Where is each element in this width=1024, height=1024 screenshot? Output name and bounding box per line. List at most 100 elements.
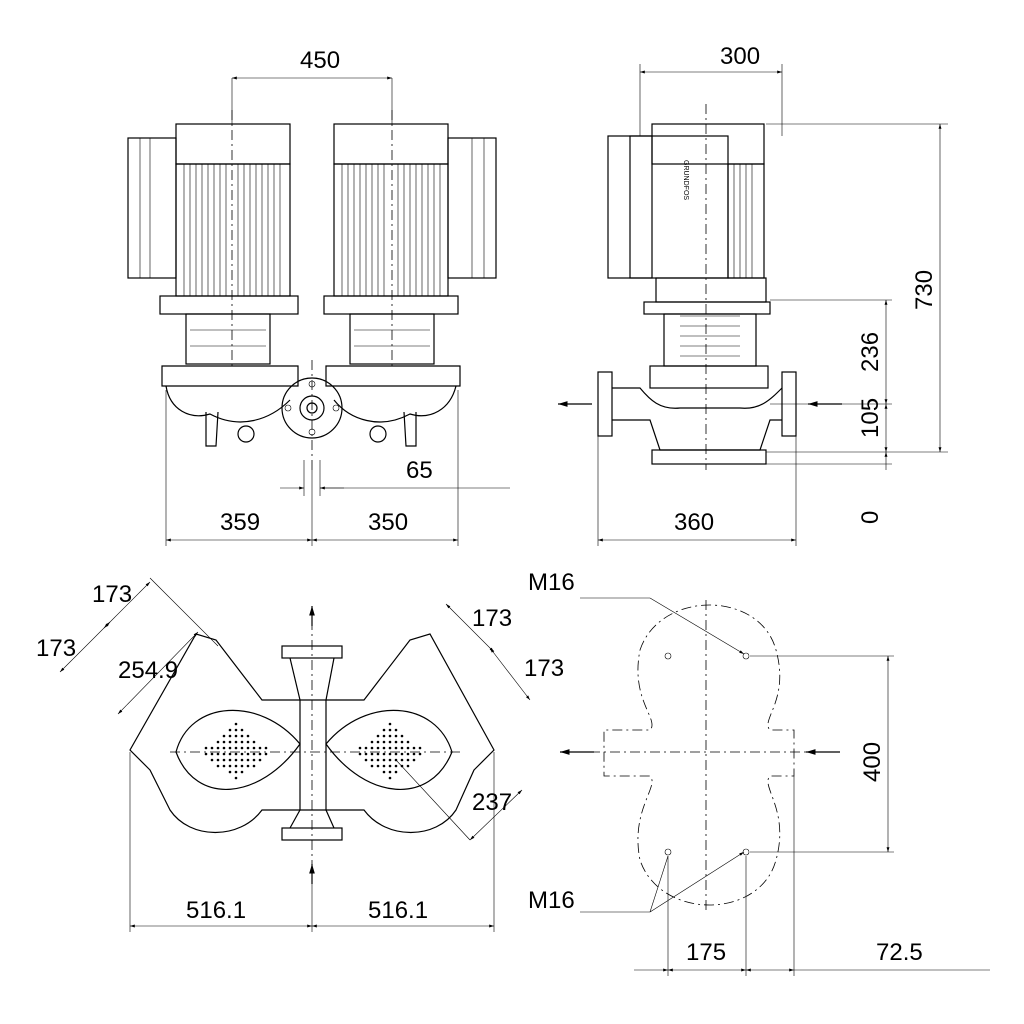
- impeller-hole: [246, 758, 250, 762]
- impeller-hole: [216, 758, 220, 762]
- impeller-hole: [388, 728, 392, 732]
- dim-730: 730: [911, 270, 938, 310]
- impeller-hole: [400, 758, 404, 762]
- impeller-hole: [394, 764, 398, 768]
- impeller-hole: [258, 746, 262, 750]
- side-dimensions: 300 730 236 105 0 360: [597, 43, 948, 546]
- impeller-hole: [364, 746, 368, 750]
- plan-view: 173 173 254.9 173 173 237 516.1 516.1: [36, 577, 564, 932]
- impeller-hole: [258, 752, 262, 756]
- impeller-hole: [204, 752, 208, 756]
- impeller-hole: [234, 746, 238, 750]
- base-dimensions: M16 M16 400 175 72.5: [528, 569, 990, 976]
- impeller-hole: [382, 752, 386, 756]
- impeller-holes-left: [204, 722, 268, 780]
- impeller-hole: [264, 746, 268, 750]
- dim-300: 300: [720, 43, 760, 70]
- impeller-hole: [358, 746, 362, 750]
- impeller-hole: [222, 734, 226, 738]
- dim-516-right: 516.1: [368, 897, 428, 924]
- impeller-hole: [246, 740, 250, 744]
- impeller-hole: [246, 746, 250, 750]
- dim-359: 359: [220, 509, 260, 536]
- impeller-hole: [240, 746, 244, 750]
- dim-72-5: 72.5: [876, 939, 923, 966]
- dim-400: 400: [859, 742, 886, 782]
- impeller-hole: [234, 776, 238, 780]
- impeller-hole: [382, 740, 386, 744]
- impeller-hole: [394, 746, 398, 750]
- impeller-hole: [388, 722, 392, 726]
- impeller-hole: [394, 770, 398, 774]
- impeller-hole: [394, 728, 398, 732]
- impeller-hole: [376, 758, 380, 762]
- impeller-hole: [400, 740, 404, 744]
- impeller-hole: [228, 764, 232, 768]
- impeller-hole: [370, 740, 374, 744]
- impeller-hole: [234, 764, 238, 768]
- impeller-hole: [400, 752, 404, 756]
- impeller-hole: [234, 728, 238, 732]
- dim-65: 65: [406, 457, 433, 484]
- impeller-hole: [370, 764, 374, 768]
- impeller-hole: [210, 752, 214, 756]
- impeller-hole: [246, 764, 250, 768]
- impeller-hole: [388, 776, 392, 780]
- left-motor: [127, 123, 299, 365]
- impeller-hole: [240, 752, 244, 756]
- right-motor: [323, 123, 497, 365]
- impeller-hole: [216, 746, 220, 750]
- impeller-hole: [406, 740, 410, 744]
- dim-237: 237: [472, 789, 512, 816]
- impeller-hole: [382, 734, 386, 738]
- impeller-hole: [412, 752, 416, 756]
- impeller-hole: [376, 740, 380, 744]
- impeller-hole: [394, 752, 398, 756]
- impeller-hole: [252, 764, 256, 768]
- side-view: GRUNDFOS 300: [558, 43, 948, 546]
- bolt-label-top: M16: [528, 569, 575, 596]
- plan-dimensions: 173 173 254.9 173 173 237 516.1 516.1: [36, 577, 564, 932]
- impeller-hole: [412, 746, 416, 750]
- impeller-hole: [228, 728, 232, 732]
- impeller-hole: [222, 752, 226, 756]
- impeller-hole: [252, 758, 256, 762]
- impeller-hole: [252, 752, 256, 756]
- impeller-hole: [406, 758, 410, 762]
- impeller-hole: [388, 734, 392, 738]
- impeller-hole: [388, 770, 392, 774]
- impeller-hole: [376, 764, 380, 768]
- impeller-hole: [388, 746, 392, 750]
- impeller-hole: [418, 752, 422, 756]
- dim-173-d: 173: [524, 655, 564, 682]
- impeller-hole: [406, 746, 410, 750]
- impeller-hole: [234, 770, 238, 774]
- impeller-hole: [234, 752, 238, 756]
- impeller-hole: [400, 746, 404, 750]
- pump-housing-front: [161, 110, 461, 470]
- front-view: 450 65 359 350: [127, 47, 510, 546]
- impeller-hole: [258, 758, 262, 762]
- impeller-hole: [358, 752, 362, 756]
- impeller-hole: [234, 758, 238, 762]
- impeller-hole: [228, 758, 232, 762]
- impeller-hole: [388, 764, 392, 768]
- dim-450: 450: [300, 47, 340, 74]
- impeller-hole: [382, 758, 386, 762]
- dim-0: 0: [857, 511, 884, 524]
- impeller-hole: [376, 746, 380, 750]
- impeller-hole: [222, 746, 226, 750]
- impeller-hole: [222, 740, 226, 744]
- impeller-hole: [388, 758, 392, 762]
- impeller-hole: [418, 746, 422, 750]
- impeller-hole: [246, 752, 250, 756]
- impeller-hole: [394, 734, 398, 738]
- impeller-hole: [376, 752, 380, 756]
- impeller-hole: [364, 758, 368, 762]
- impeller-hole: [382, 746, 386, 750]
- impeller-hole: [216, 752, 220, 756]
- bolt-label-bottom: M16: [528, 887, 575, 914]
- impeller-hole: [204, 746, 208, 750]
- impeller-hole: [370, 746, 374, 750]
